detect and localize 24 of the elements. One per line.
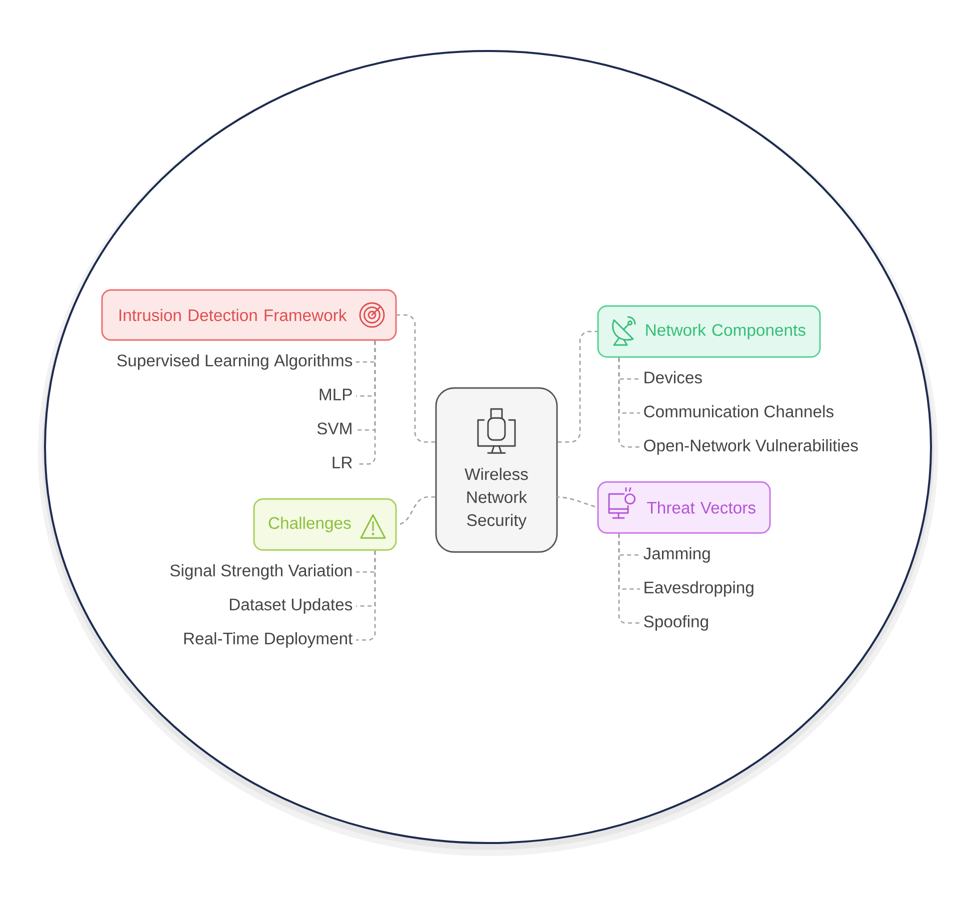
connector-line <box>618 358 640 448</box>
subtopic-text: Open-Network Vulnerabilities <box>644 439 858 455</box>
connector-line <box>396 314 436 443</box>
topic-box: Intrusion Detection Framework <box>101 289 397 341</box>
subtopic-text: SVM <box>317 422 352 434</box>
subtopic-text: Dataset Updates <box>230 598 352 614</box>
subtopic-text: Signal Strength Variation <box>170 564 352 580</box>
subtopic-text: MLP <box>320 388 352 400</box>
central-box: Wireless Network Security <box>435 387 558 553</box>
topic-box: Threat Vectors <box>597 481 771 534</box>
connector-line <box>558 330 598 443</box>
subtopic-text: LR <box>332 456 352 468</box>
subtopic-text: Supervised Learning Algorithms <box>117 354 352 370</box>
subtopic-text: Spoofing <box>644 615 708 631</box>
subtopic-text: Real-Time Deployment <box>184 632 353 648</box>
topic-box: Network Components <box>597 305 821 358</box>
subtopic-text: Devices <box>644 371 702 384</box>
topic-box: Challenges <box>253 498 397 551</box>
connector-line <box>356 550 376 641</box>
subtopic-text: Jamming <box>644 547 710 563</box>
connector-line <box>556 496 598 508</box>
connector-line <box>618 534 640 624</box>
subtopic-text: Eavesdropping <box>644 581 754 597</box>
subtopic-text: Communication Channels <box>644 405 834 418</box>
